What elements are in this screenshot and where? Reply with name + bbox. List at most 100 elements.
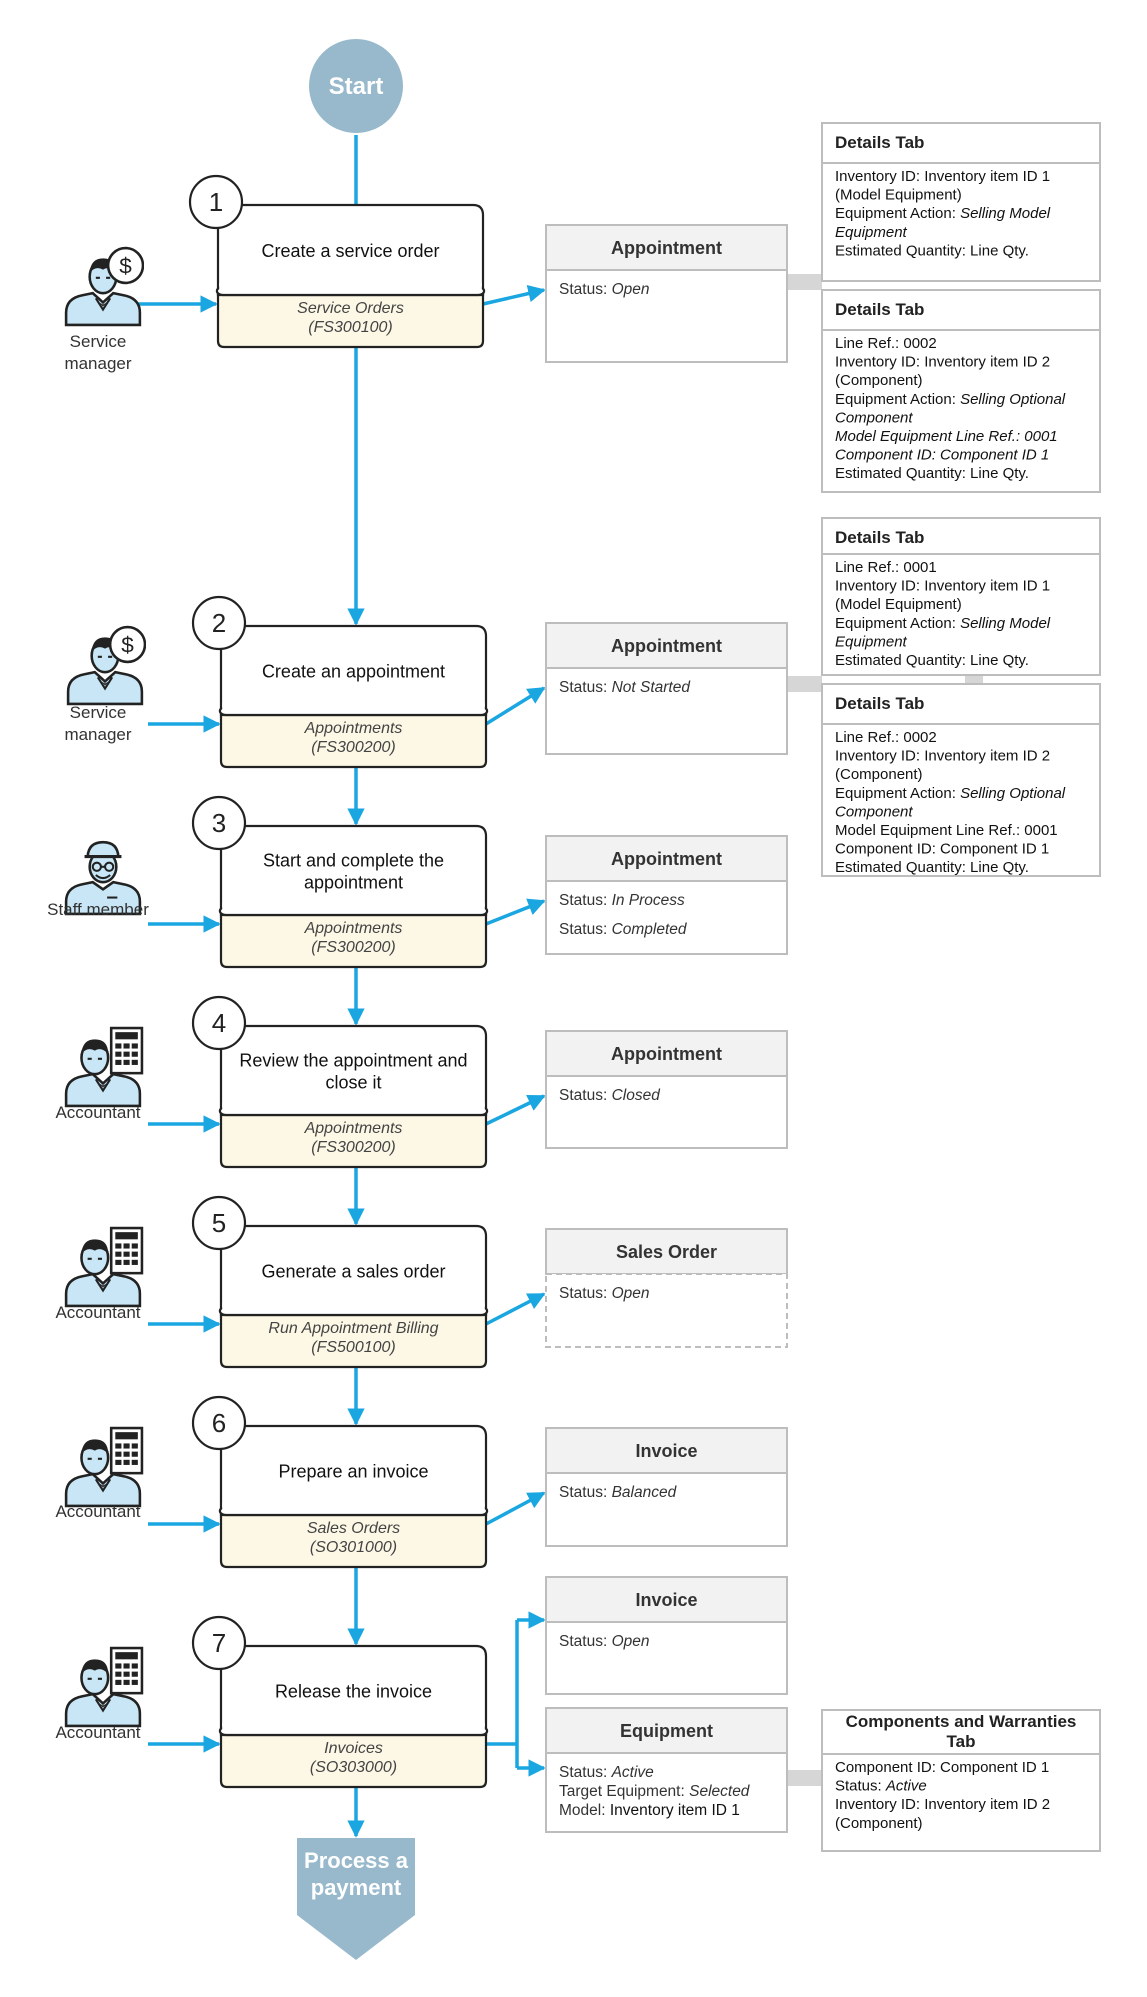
entity-field-value: Closed	[612, 1087, 662, 1104]
details-tab-text: Equipment Action:	[835, 391, 960, 408]
details-tab-text: (Model Equipment)	[835, 596, 962, 613]
role-label: Service	[70, 332, 127, 351]
step-screen-line: (SO301000)	[310, 1539, 397, 1556]
details-tab-line: Model Equipment Line Ref.: 0001	[835, 428, 1058, 445]
step-entity-arrow	[482, 284, 546, 306]
details-tab-title: Details Tab	[835, 133, 924, 152]
entity-title: Appointment	[611, 238, 722, 258]
details-tab-line: Equipment	[835, 633, 908, 650]
entity-status-row: Status: Closed	[559, 1087, 661, 1104]
step-screen-box	[219, 1309, 488, 1369]
details-tab-line: Equipment	[835, 224, 908, 241]
details-tab-line: Inventory ID: Inventory item ID 1	[835, 168, 1050, 185]
details-tab-text: Model Equipment Line Ref.: 0001	[835, 822, 1058, 839]
entity-field-value: Balanced	[612, 1484, 678, 1501]
details-tab-text: Inventory ID: Inventory item ID 1	[835, 168, 1050, 185]
step-screen-line: (FS300200)	[311, 939, 396, 956]
start-label: Start	[329, 73, 384, 100]
step-entity-arrow	[485, 898, 546, 926]
role-label: Accountant	[55, 1723, 140, 1742]
step-screen-line: (SO303000)	[310, 1759, 397, 1776]
entity-header	[545, 1707, 788, 1754]
entity-status-row: Status: Open	[559, 1285, 649, 1302]
details-tab-text: Line Ref.: 0001	[835, 559, 937, 576]
step-screen-line: (FS300200)	[311, 1139, 396, 1156]
entity-field-label: Status:	[559, 1285, 612, 1302]
details-tab-line: Estimated Quantity: Line Qty.	[835, 859, 1029, 876]
details-tab-text: Inventory ID: Inventory item ID 2	[835, 1796, 1050, 1813]
entity-field-value: Open	[612, 1285, 650, 1302]
entity-field-value: Open	[612, 1633, 650, 1650]
details-tab-line: Equipment Action: Selling Model	[835, 205, 1051, 222]
role-label: Service	[70, 703, 127, 722]
details-tab-title: Tab	[947, 1732, 976, 1751]
accountant-icon	[64, 1646, 144, 1728]
entity-header	[545, 1030, 788, 1077]
details-tab-text: (Model Equipment)	[835, 187, 962, 204]
details-tab-text: Equipment Action:	[835, 785, 960, 802]
entity-header	[545, 835, 788, 882]
step-number: 5	[212, 1208, 226, 1238]
details-tab-line: Inventory ID: Inventory item ID 2	[835, 1796, 1050, 1813]
entity-title: Appointment	[611, 849, 722, 869]
details-tab-text: Selling Model	[960, 615, 1051, 632]
details-tab-line: Line Ref.: 0002	[835, 335, 937, 352]
flow-arrows	[118, 135, 546, 1838]
entity-header	[545, 622, 788, 669]
step-screen-line: (FS300100)	[308, 319, 393, 336]
step-screen-box	[219, 709, 488, 769]
details-tab-text: Component ID: Component ID 1	[835, 841, 1049, 858]
entity-field-label: Status:	[559, 921, 612, 938]
start-circle	[309, 39, 403, 133]
entity-status-row: Status: Completed	[559, 921, 688, 938]
accountant-icon	[64, 1226, 144, 1308]
details-tab-text: Line Ref.: 0002	[835, 729, 937, 746]
details-tab-text: Component ID: Component ID 1	[835, 447, 1049, 464]
entity-field-label: Model:	[559, 1802, 610, 1819]
details-tab-title: Components and Warranties	[846, 1712, 1077, 1731]
step-screen-box	[219, 1109, 488, 1169]
details-tab-text: Estimated Quantity: Line Qty.	[835, 652, 1029, 669]
step-number: 2	[212, 608, 226, 638]
details-tab-text: Active	[885, 1778, 927, 1795]
details-tab-text: Selling Optional	[960, 785, 1066, 802]
entity-title: Appointment	[611, 1044, 722, 1064]
details-tab-text: Inventory ID: Inventory item ID 1	[835, 578, 1050, 595]
entity-status-row: Status: Open	[559, 1633, 649, 1650]
details-tab-text: Selling Model	[960, 205, 1051, 222]
details-tab-line: Model Equipment Line Ref.: 0001	[835, 822, 1058, 839]
details-tab-text: (Component)	[835, 372, 923, 389]
entity-body	[545, 880, 788, 955]
details-tab-text: Equipment Action:	[835, 205, 960, 222]
details-tab-line: Line Ref.: 0002	[835, 729, 937, 746]
accountant-icon	[64, 1426, 144, 1508]
details-tab-text: Inventory ID: Inventory item ID 2	[835, 354, 1050, 371]
details-tab-header	[821, 683, 1101, 725]
step-entity-arrow	[485, 1491, 546, 1526]
details-tab-text: Estimated Quantity: Line Qty.	[835, 242, 1029, 259]
accountant-icon	[64, 1026, 144, 1108]
details-tab-line: Equipment Action: Selling Optional	[835, 391, 1066, 408]
step-number-circle	[191, 795, 247, 851]
step-entity-arrow	[485, 1094, 546, 1126]
step-screen-line: Appointments	[304, 920, 403, 937]
details-tab-title: Details Tab	[835, 694, 924, 713]
details-tab-line: Inventory ID: Inventory item ID 2	[835, 748, 1050, 765]
entity-field-label: Status:	[559, 679, 612, 696]
details-tab-text: Component	[835, 409, 913, 426]
details-tab-line: (Component)	[835, 372, 923, 389]
step-number-circle	[191, 995, 247, 1051]
step-title-line: Generate a sales order	[261, 1262, 445, 1282]
entity-status-row: Status: Active	[559, 1764, 654, 1781]
details-tab-line: (Component)	[835, 1815, 923, 1832]
details-tab-line: Equipment Action: Selling Model	[835, 615, 1051, 632]
entity-header	[545, 224, 788, 271]
